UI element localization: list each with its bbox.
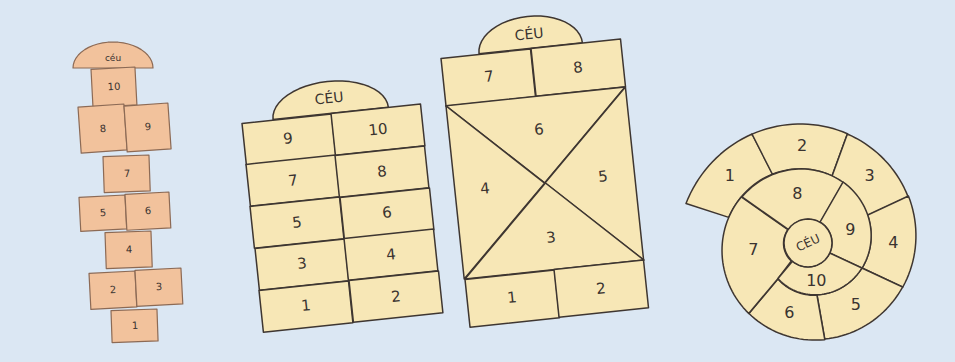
cell-number: 5 [100,208,107,218]
cell-number: 1 [506,290,517,306]
cell-number: 6 [784,305,794,321]
cell-number: 10 [107,82,120,93]
cell-number: 9 [144,122,151,132]
hopscotch-cell: 8 [75,101,130,156]
cell-number: 4 [888,235,898,251]
cell-shape [554,260,649,317]
cell-number: 9 [845,222,855,238]
cell-shape [125,192,171,230]
cell-shape [91,67,137,107]
cell-number: 2 [596,281,607,297]
cell-number: 6 [381,205,392,221]
cell-number: 4 [386,247,397,263]
cell-number: 8 [377,164,388,180]
cell-number: 9 [283,131,294,147]
hopscotch-cell: 2 [551,257,652,320]
cell-number: 1 [725,168,735,184]
cell-number: 3 [156,282,163,292]
cell-shape [259,281,353,332]
cell-number: 8 [573,60,584,76]
cell-shape [89,271,137,309]
cell-number: 5 [851,297,861,313]
cell-number: 2 [110,285,117,295]
cell-number: 7 [287,173,298,189]
cell-number: CÉU [314,89,344,106]
hopscotch-cell: 5 [76,192,130,234]
hopscotch-cell: 1 [256,278,356,335]
hopscotch-cell: 4 [102,228,155,272]
hopscotch-cell: 3 [132,265,186,309]
cell-number: 3 [296,256,307,272]
cell-number: 10 [368,121,389,138]
sky-dome: céu [70,39,156,71]
cell-number: 2 [390,289,401,305]
cell-number: 4 [480,181,491,197]
cell-number: céu [105,54,121,63]
cell-number: 3 [545,230,556,246]
cell-shape [105,231,152,269]
cell-number: 7 [483,69,494,85]
cell-shape [111,309,158,343]
cell-shape [784,219,832,267]
hopscotch-cell: 1 [462,267,563,330]
hopscotch-cell: 1 [108,306,161,346]
cell-number: 2 [797,138,807,154]
cell-number: 7 [748,242,758,258]
hopscotch-cell: 6 [122,189,174,233]
cell-number: 10 [806,273,826,289]
hopscotch-cell: 7 [100,152,153,196]
cell-shape [135,268,183,306]
cell-number: 7 [124,169,131,179]
cell-number: 3 [865,168,875,184]
hopscotch-cell: 2 [346,268,446,325]
cell-number: 1 [300,298,311,314]
cell-number: 8 [792,186,802,202]
hopscotch-cell: 9 [121,100,174,155]
cell-number: 5 [597,169,608,185]
cell-number: 5 [292,215,303,231]
cell-number: 4 [126,245,133,255]
cell-shape [465,270,560,327]
cell-number: CÉU [514,25,544,42]
hopscotch-cell: 10 [88,64,140,110]
cell-number: 6 [145,206,152,216]
hopscotch-cell: 2 [86,268,140,312]
cell-shape [79,195,127,231]
cell-shape [124,103,171,152]
cell-shape [73,42,153,68]
cell-shape [78,104,127,153]
cell-number: 8 [99,124,106,134]
sky-center: CÉU [781,216,835,270]
cell-shape [349,271,443,322]
cell-number: 6 [534,122,545,138]
cell-shape [103,155,150,193]
cell-number: 1 [132,321,139,331]
